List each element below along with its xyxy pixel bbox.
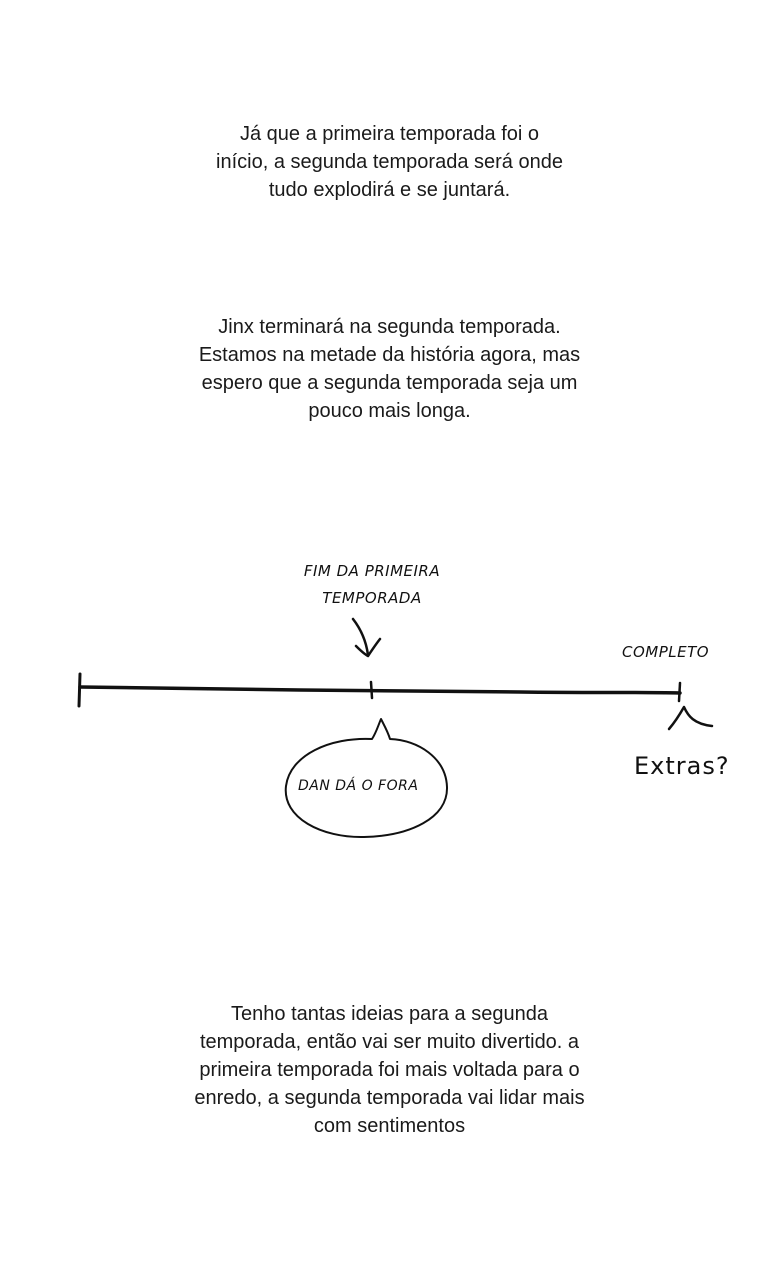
ideas-line-1: Tenho tantas ideias para a segunda	[231, 1003, 548, 1025]
jinx-paragraph: Jinx terminará na segunda temporada. Est…	[0, 313, 779, 425]
timeline-end-tick	[677, 681, 682, 703]
ideas-line-5: com sentimentos	[313, 1115, 466, 1137]
down-arrow-icon	[351, 617, 382, 658]
ideas-line-2: temporada, então vai ser muito divertido…	[199, 1031, 580, 1053]
jinx-line-2: Estamos na metade da história agora, mas	[198, 344, 581, 366]
intro-line-3: tudo explodirá e se juntará.	[268, 179, 511, 201]
timeline-line	[78, 685, 682, 695]
jinx-line-1: Jinx terminará na segunda temporada.	[218, 316, 561, 338]
speech-bubble	[284, 718, 449, 839]
complete-label: COMPLETO	[622, 643, 710, 661]
intro-line-1: Já que a primeira temporada foi o	[239, 123, 540, 145]
ideas-paragraph: Tenho tantas ideias para a segunda tempo…	[0, 1000, 779, 1140]
timeline-mid-tick	[369, 680, 374, 700]
caret-up-icon	[667, 705, 714, 731]
intro-paragraph: Já que a primeira temporada foi o início…	[0, 120, 779, 204]
ideas-line-3: primeira temporada foi mais voltada para…	[199, 1059, 580, 1081]
season-end-label: FIM DA PRIMEIRA TEMPORADA	[262, 558, 482, 612]
timeline-start-tick	[77, 672, 82, 708]
jinx-line-3: espero que a segunda temporada seja um	[201, 372, 578, 394]
jinx-line-4: pouco mais longa.	[308, 400, 471, 422]
ideas-line-4: enredo, a segunda temporada vai lidar ma…	[194, 1087, 585, 1109]
season-end-label-line-1: FIM DA PRIMEIRA	[303, 562, 441, 580]
bubble-label: DAN DÁ O FORA	[298, 778, 419, 794]
intro-line-2: início, a segunda temporada será onde	[216, 151, 563, 173]
season-end-label-line-2: TEMPORADA	[322, 589, 422, 607]
extras-label: Extras?	[634, 752, 730, 780]
